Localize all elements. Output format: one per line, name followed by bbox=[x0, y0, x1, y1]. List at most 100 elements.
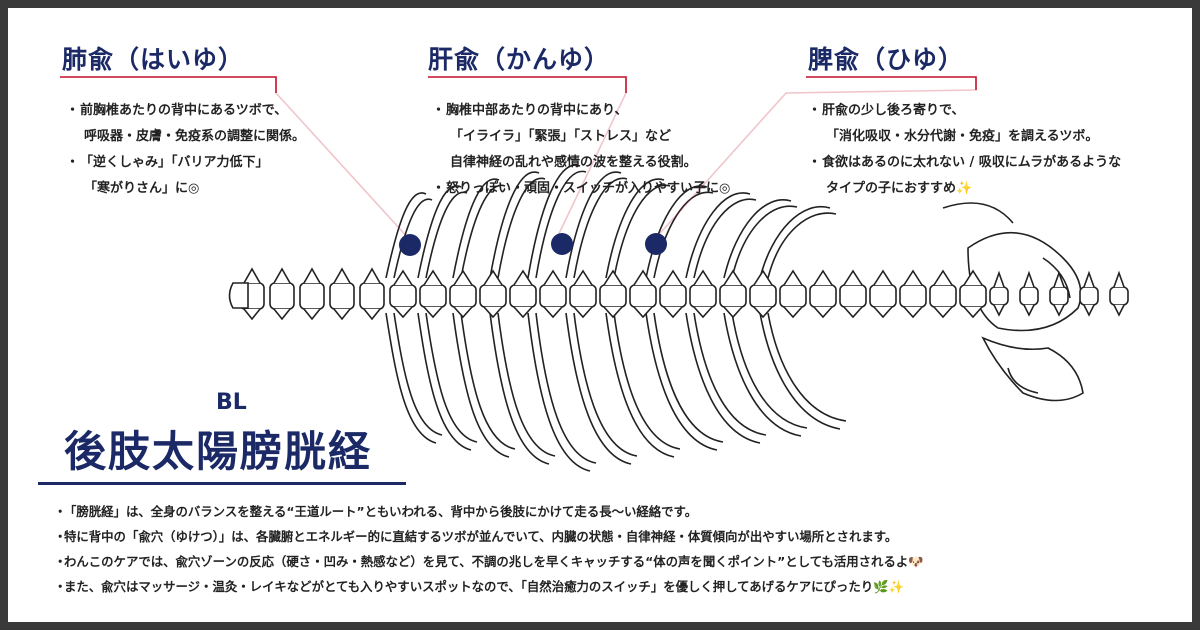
vertebra bbox=[269, 282, 295, 310]
haiyu-title: 肺兪（はいゆ） bbox=[62, 45, 245, 74]
vertebra bbox=[479, 284, 507, 308]
note-item: ・「膀胱経」は、全身のバランスを整える“王道ルート”ともいわれる、背中から後肢に… bbox=[54, 499, 924, 524]
vertebra bbox=[779, 284, 807, 308]
rib bbox=[731, 312, 808, 429]
rib bbox=[573, 312, 638, 457]
transverse-process bbox=[633, 306, 653, 319]
rib bbox=[613, 312, 681, 450]
transverse-process bbox=[753, 306, 773, 319]
rib bbox=[527, 164, 581, 279]
spinous-process bbox=[243, 267, 261, 284]
vertebra bbox=[359, 282, 385, 310]
transverse-process bbox=[543, 306, 563, 319]
bullet: ・ bbox=[54, 554, 67, 569]
rib bbox=[723, 312, 802, 437]
rib bbox=[613, 184, 671, 279]
cervical-vertebra bbox=[228, 282, 249, 309]
rib bbox=[417, 312, 472, 451]
vertebra bbox=[809, 284, 837, 308]
rib bbox=[759, 312, 841, 430]
spinous-process bbox=[513, 269, 533, 286]
rib bbox=[535, 312, 597, 464]
transverse-process bbox=[423, 306, 443, 319]
spinous-process bbox=[933, 269, 953, 286]
rib bbox=[653, 191, 714, 279]
meridian-title-underline bbox=[38, 482, 406, 485]
vertebra bbox=[899, 284, 927, 308]
transverse-process bbox=[513, 306, 533, 319]
spinous-process bbox=[483, 269, 503, 286]
vertebra bbox=[689, 284, 717, 308]
hiyu-desc-item: ・食欲はあるのに太れない / 吸収にムラがあるようなタイプの子におすすめ✨ bbox=[808, 150, 1121, 202]
rib bbox=[693, 198, 757, 279]
spinous-process bbox=[423, 269, 443, 286]
rib bbox=[767, 212, 837, 279]
spinous-process bbox=[543, 269, 563, 286]
rib bbox=[385, 312, 437, 444]
transverse-process bbox=[693, 306, 713, 319]
spinous-process bbox=[1083, 270, 1095, 288]
meridian-notes: ・「膀胱経」は、全身のバランスを整える“王道ルート”ともいわれる、背中から後肢に… bbox=[54, 499, 924, 599]
rib bbox=[565, 171, 622, 279]
bullet: ・ bbox=[432, 103, 446, 118]
rib-cage bbox=[385, 164, 847, 472]
rib bbox=[393, 312, 443, 436]
spinous-process bbox=[693, 269, 713, 286]
vertebra bbox=[449, 284, 477, 308]
spinous-process bbox=[1023, 270, 1035, 288]
rib bbox=[535, 170, 587, 279]
rib bbox=[605, 178, 665, 279]
transverse-process bbox=[333, 308, 351, 321]
note-item: ・わんこのケアでは、兪穴ゾーンの反応（硬さ・凹み・熱感など）を見て、不調の兆しを… bbox=[54, 549, 924, 574]
spinous-process bbox=[753, 269, 773, 286]
transverse-process bbox=[1053, 304, 1065, 317]
rib bbox=[573, 177, 628, 279]
vertebra bbox=[989, 286, 1009, 306]
vertebra bbox=[299, 282, 325, 310]
rib bbox=[527, 312, 591, 472]
hiyu-point-marker bbox=[645, 233, 667, 255]
spinous-process bbox=[963, 269, 983, 286]
vertebra bbox=[1049, 286, 1069, 306]
bullet: ・ bbox=[66, 155, 80, 170]
vertebra bbox=[329, 282, 355, 310]
rib bbox=[452, 312, 510, 458]
transverse-process bbox=[303, 308, 321, 321]
vertebra bbox=[929, 284, 957, 308]
leader-lines bbox=[60, 76, 977, 241]
rib bbox=[653, 312, 724, 443]
bullet: ・ bbox=[54, 529, 67, 544]
note-item: ・また、兪穴はマッサージ・温灸・レイキなどがとても入りやすいスポットなので、「自… bbox=[54, 574, 924, 599]
spinous-process bbox=[393, 269, 413, 286]
vertebra bbox=[569, 284, 597, 308]
haiyu-description: ・前胸椎あたりの背中にあるツボで、呼吸器・皮膚・免疫系の調整に関係。 ・「逆くし… bbox=[66, 98, 305, 202]
vertebra bbox=[959, 284, 987, 308]
transverse-process bbox=[483, 306, 503, 319]
vertebra bbox=[419, 284, 447, 308]
transverse-process bbox=[843, 306, 863, 319]
haiyu-desc-item: ・前胸椎あたりの背中にあるツボで、呼吸器・皮膚・免疫系の調整に関係。 bbox=[66, 98, 305, 150]
spinous-process bbox=[633, 269, 653, 286]
spinous-process bbox=[723, 269, 743, 286]
rib bbox=[425, 191, 468, 279]
rib bbox=[767, 312, 847, 422]
spinous-process bbox=[273, 267, 291, 284]
hiyu-description: ・肝兪の少し後ろ寄りで、「消化吸収・水分代謝・免疫」を調えるツボ。 ・食欲はある… bbox=[808, 98, 1121, 202]
rib bbox=[393, 198, 433, 279]
rib bbox=[693, 312, 767, 436]
vertebra bbox=[719, 284, 747, 308]
transverse-process bbox=[273, 308, 291, 321]
vertebra bbox=[1079, 286, 1099, 306]
vertebra bbox=[1109, 286, 1129, 306]
transverse-process bbox=[453, 306, 473, 319]
bullet: ・ bbox=[54, 579, 67, 594]
vertebra bbox=[629, 284, 657, 308]
vertebra bbox=[389, 284, 417, 308]
rib bbox=[489, 312, 550, 465]
spinous-process bbox=[873, 269, 893, 286]
vertebra bbox=[599, 284, 627, 308]
vertebra bbox=[1019, 286, 1039, 306]
bullet: ・ bbox=[808, 155, 822, 170]
vertebra bbox=[839, 284, 867, 308]
rib bbox=[452, 178, 500, 279]
